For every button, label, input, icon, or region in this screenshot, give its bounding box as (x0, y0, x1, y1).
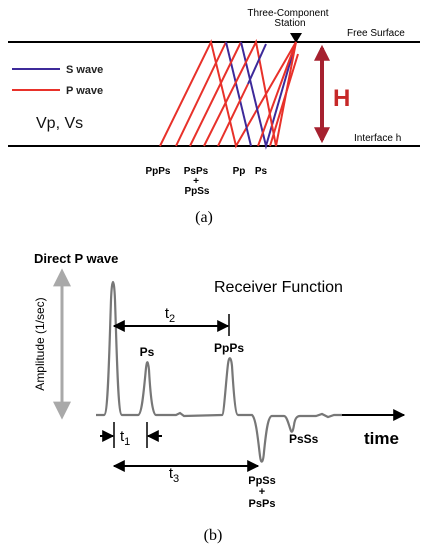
peak-label-ppps: PpPs (214, 341, 244, 355)
ray-psps-p (175, 41, 227, 147)
t1-label: t1 (120, 428, 130, 448)
caption-b: (b) (204, 527, 223, 544)
thickness-label: H (333, 85, 350, 112)
phase-label-psps: PsPs (184, 166, 209, 177)
interface-label: Interface h (354, 133, 401, 144)
phase-label-ppps: PpPs (145, 166, 170, 177)
station-label-line1: Three-Component (247, 8, 328, 19)
free-surface-label: Free Surface (347, 28, 405, 39)
time-axis-label: time (364, 429, 399, 448)
ray-ps-s (247, 43, 267, 85)
peak-label-direct-p: Direct P wave (34, 251, 118, 266)
caption-a: (a) (195, 209, 213, 226)
receiver-function-title: Receiver Function (214, 279, 343, 296)
panel-b: Receiver Function Amplitude (1/sec) time… (33, 251, 406, 544)
peak-label-plus: + (259, 486, 265, 498)
phase-label-ppss: PpSs (184, 186, 209, 197)
peak-label-psps: PsPs (249, 498, 276, 510)
ray-ppss-s (240, 41, 297, 150)
peak-label-ps: Ps (140, 345, 155, 359)
panel-a: Three-Component Station Free Surface Int… (8, 8, 420, 226)
ray-ppss-p (189, 41, 242, 147)
station-triangle-icon (290, 33, 302, 43)
receiver-function-trace (96, 280, 342, 463)
legend-p-wave-label: P wave (66, 85, 103, 97)
t2-label: t2 (165, 305, 175, 325)
station-label-line2: Station (274, 18, 305, 29)
peak-label-psss: PsSs (289, 432, 319, 446)
legend-s-wave-label: S wave (66, 64, 103, 76)
ray-paths (159, 38, 299, 150)
phase-label-pp: Pp (233, 166, 246, 177)
peak-label-ppss: PpSs (248, 475, 276, 487)
ray-direct-p (257, 41, 297, 147)
t3-label: t3 (169, 465, 179, 485)
velocity-label: Vp, Vs (36, 115, 83, 132)
phase-label-ps: Ps (255, 166, 268, 177)
ray-direct-p2 (269, 53, 299, 147)
phase-label-plus: + (193, 176, 199, 187)
ray-psps-s (225, 41, 252, 147)
ray-ps-p (217, 83, 249, 147)
amplitude-axis-label: Amplitude (1/sec) (33, 297, 47, 390)
